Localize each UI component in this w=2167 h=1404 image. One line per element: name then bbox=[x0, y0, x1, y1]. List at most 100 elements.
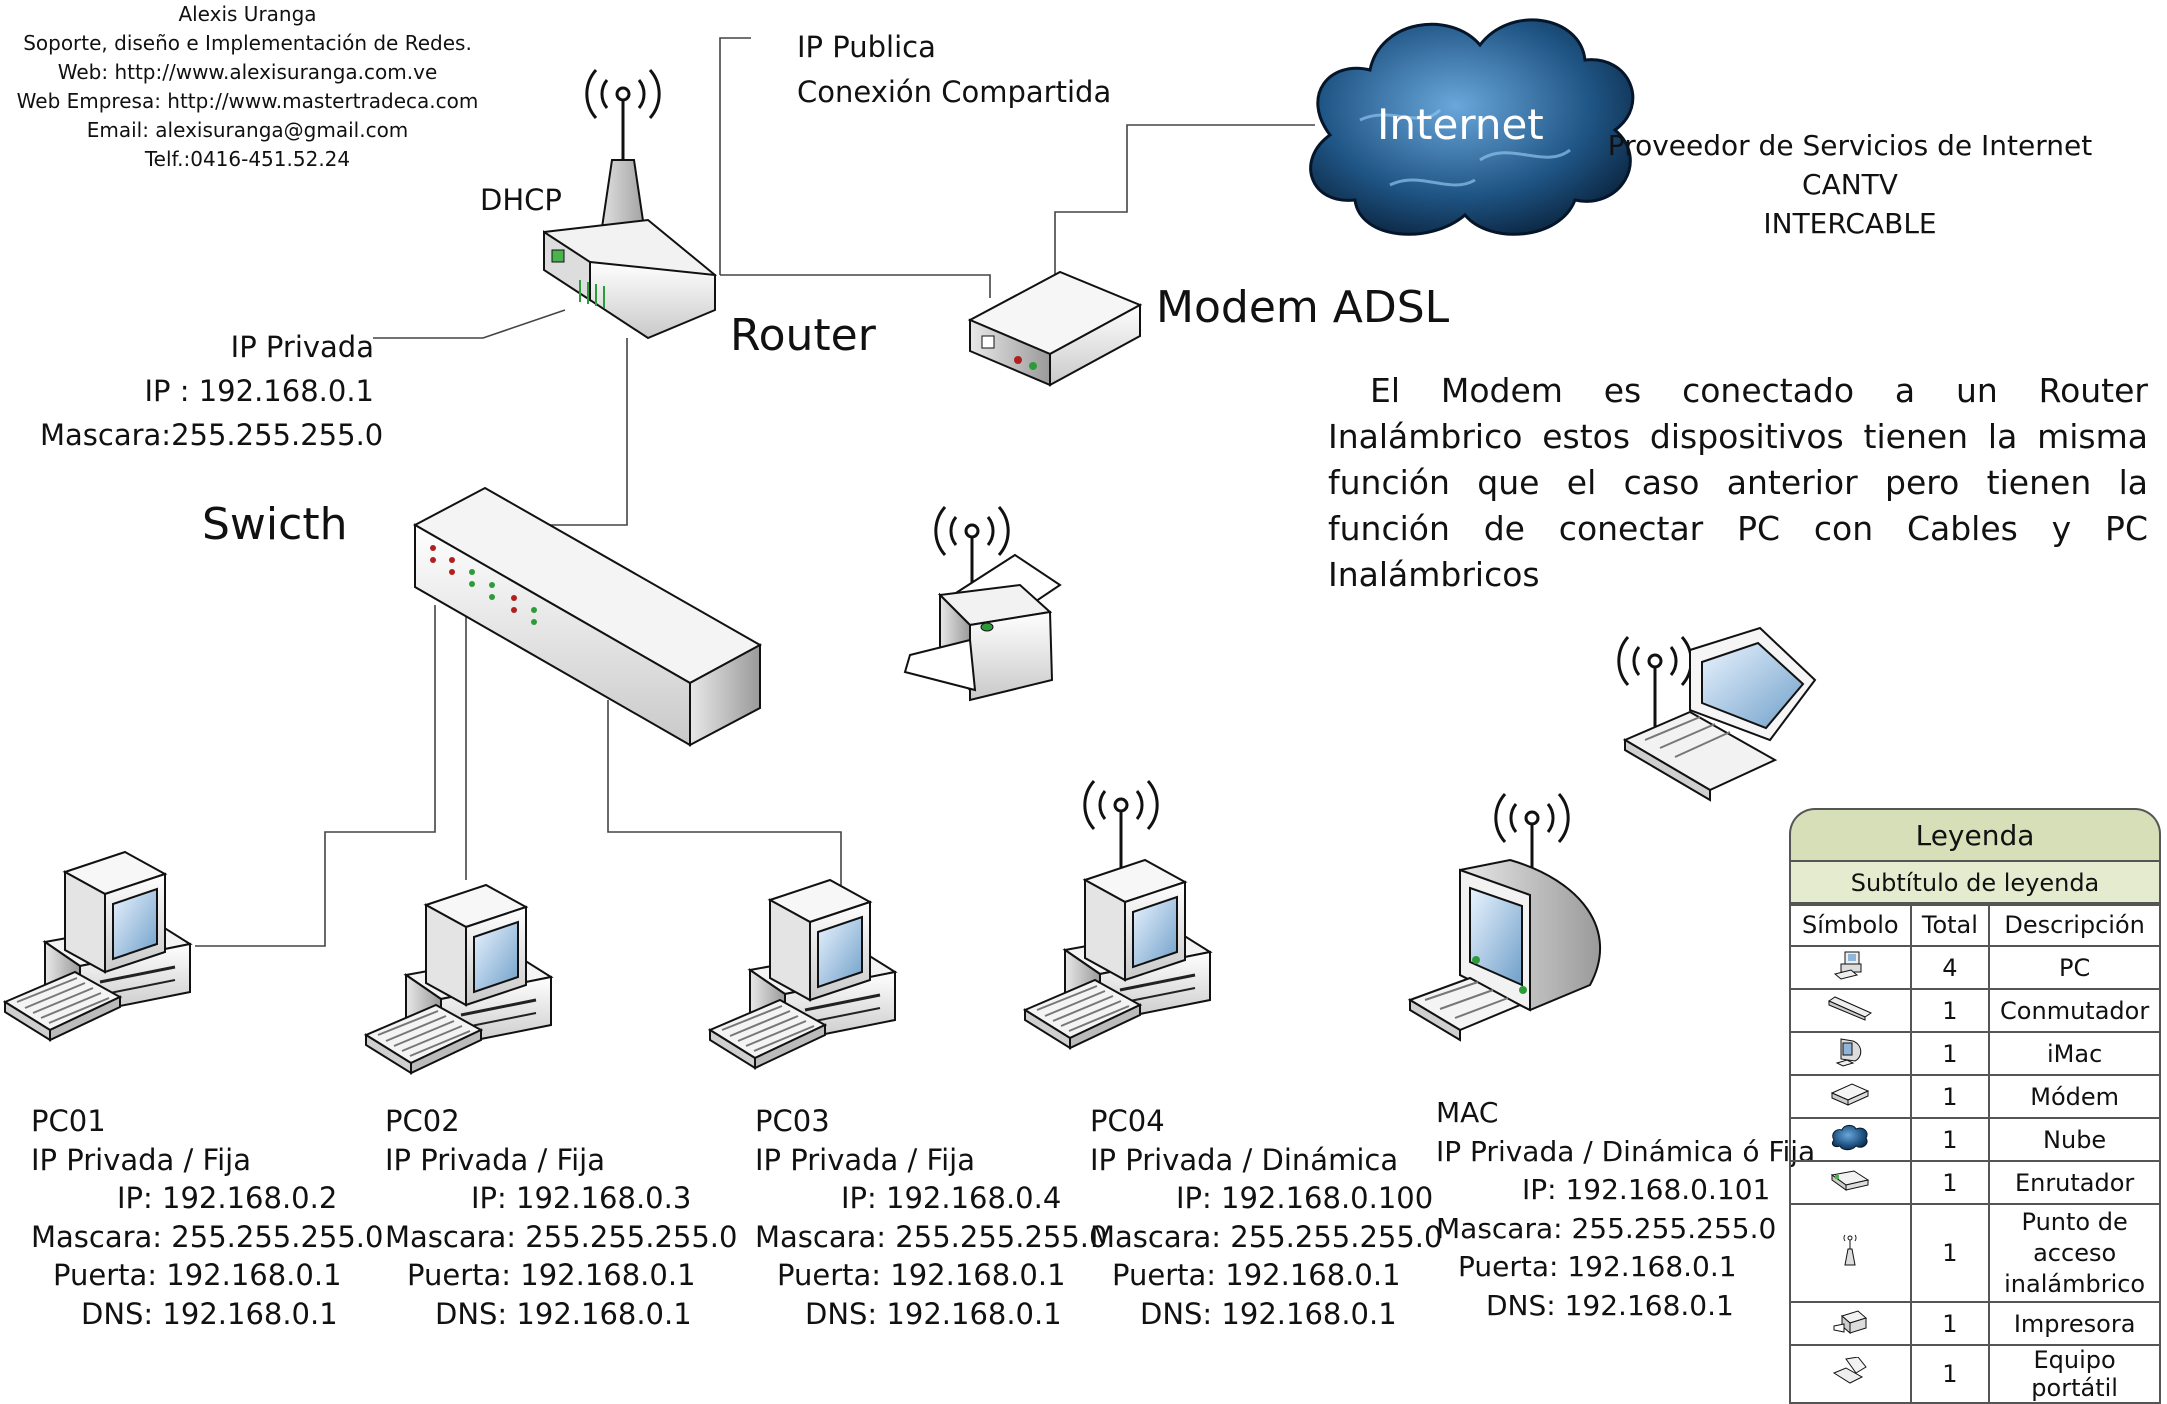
pc-mask: Mascara: 255.255.255.0 bbox=[1090, 1219, 1443, 1254]
legend-description: Módem bbox=[1988, 1074, 2161, 1119]
legend-description: PC bbox=[1988, 945, 2161, 990]
pc-name: PC04 bbox=[1090, 1104, 1165, 1138]
author-phone: Telf.:0416-451.52.24 bbox=[144, 147, 351, 171]
isp-intercable: INTERCABLE bbox=[1763, 207, 1937, 240]
pc-01-device bbox=[3, 850, 192, 1042]
legend-table: Símbolo Total Descripción 4 PC 1 Conmuta… bbox=[1789, 902, 2161, 1404]
internet-label: Internet bbox=[1377, 100, 1544, 149]
router-device bbox=[543, 68, 717, 340]
legend-row: 1 Equipo portátil bbox=[1789, 1344, 2161, 1404]
printer-device bbox=[903, 505, 1062, 702]
switch-icon bbox=[1789, 988, 1912, 1033]
pc-name: PC02 bbox=[385, 1104, 460, 1138]
pc-gateway: Puerta: 192.168.0.1 bbox=[407, 1258, 696, 1292]
legend-description: iMac bbox=[1988, 1031, 2161, 1076]
router-label: Router bbox=[730, 310, 876, 361]
dhcp-label: DHCP bbox=[480, 183, 562, 217]
ip-publica-label: IP Publica bbox=[797, 30, 936, 64]
pc04-info: PC04 IP Privada / Dinámica IP: 192.168.0… bbox=[1090, 1102, 1442, 1333]
pc-gateway: Puerta: 192.168.0.1 bbox=[1112, 1258, 1401, 1292]
legend-total: 4 bbox=[1909, 945, 1991, 990]
pc-ip-type: IP Privada / Fija bbox=[385, 1142, 605, 1177]
isp-title: Proveedor de Servicios de Internet bbox=[1607, 129, 2093, 162]
switch-label: Swicth bbox=[202, 499, 348, 550]
description-text: El Modem es conectado a un Router Inalám… bbox=[1328, 371, 2148, 594]
pc-mask: Mascara: 255.255.255.0 bbox=[31, 1219, 384, 1254]
pc-name: PC03 bbox=[755, 1104, 830, 1138]
pc-name: MAC bbox=[1436, 1096, 1499, 1129]
author-company-web[interactable]: Web Empresa: http://www.mastertradeca.co… bbox=[16, 89, 479, 113]
legend-total: 1 bbox=[1909, 1031, 1991, 1076]
printer-icon bbox=[1789, 1301, 1912, 1346]
router-ip: IP : 192.168.0.1 bbox=[144, 374, 374, 408]
imac-device bbox=[1407, 792, 1601, 1042]
switch-device bbox=[412, 486, 763, 747]
legend-row: 1 Conmutador bbox=[1789, 988, 2161, 1033]
legend-row: 1 Nube bbox=[1789, 1117, 2161, 1162]
legend-total: 1 bbox=[1909, 1301, 1991, 1346]
legend-row: 1 Impresora bbox=[1789, 1301, 2161, 1346]
legend-total: 1 bbox=[1909, 1344, 1991, 1404]
pc-ip-type: IP Privada / Dinámica bbox=[1090, 1142, 1399, 1177]
legend-title: Leyenda bbox=[1789, 808, 2161, 862]
pc01-info: PC01 IP Privada / Fija IP: 192.168.0.2 M… bbox=[31, 1102, 383, 1333]
modem-device bbox=[967, 270, 1143, 387]
legend-description: Enrutador bbox=[1988, 1160, 2161, 1205]
author-email[interactable]: Email: alexisuranga@gmail.com bbox=[86, 118, 409, 142]
pc-04-device bbox=[1023, 779, 1212, 1050]
pc-02-device bbox=[364, 883, 553, 1075]
modem-label: Modem ADSL bbox=[1156, 282, 1450, 333]
conexion-compartida-label: Conexión Compartida bbox=[797, 75, 1112, 109]
author-credits: Alexis Uranga Soporte, diseño e Implemen… bbox=[0, 0, 495, 174]
pc-dns: DNS: 192.168.0.1 bbox=[1140, 1296, 1397, 1331]
isp-info: Proveedor de Servicios de Internet CANTV… bbox=[1600, 126, 2100, 243]
pc-mask: Mascara: 255.255.255.0 bbox=[755, 1219, 1108, 1254]
author-name: Alexis Uranga bbox=[178, 2, 317, 26]
pc-icon bbox=[1789, 945, 1912, 990]
author-web[interactable]: Web: http://www.alexisuranga.com.ve bbox=[57, 60, 438, 84]
pc-gateway: Puerta: 192.168.0.1 bbox=[1458, 1250, 1737, 1283]
legend-subtitle: Subtítulo de leyenda bbox=[1789, 860, 2161, 906]
router-ip-privada: IP Privada bbox=[230, 330, 374, 364]
laptop-icon bbox=[1789, 1344, 1912, 1404]
pc03-info: PC03 IP Privada / Fija IP: 192.168.0.4 M… bbox=[755, 1102, 1107, 1333]
legend-description: Impresora bbox=[1988, 1301, 2161, 1346]
pc-mask: Mascara: 255.255.255.0 bbox=[1436, 1211, 1777, 1245]
pc-name: PC01 bbox=[31, 1104, 106, 1138]
mac-info: MAC IP Privada / Dinámica ó Fija IP: 192… bbox=[1436, 1094, 1815, 1325]
internet-cloud bbox=[1309, 18, 1635, 236]
modem-icon bbox=[1789, 1074, 1912, 1119]
pc-03-device bbox=[708, 878, 897, 1070]
router-mask: Mascara:255.255.255.0 bbox=[40, 418, 384, 452]
legend-description: Conmutador bbox=[1988, 988, 2161, 1033]
connection-lines bbox=[195, 37, 1315, 947]
legend-total: 1 bbox=[1909, 1117, 1991, 1162]
pc-ip: IP: 192.168.0.3 bbox=[471, 1181, 692, 1215]
legend-header-total: Total bbox=[1909, 902, 1991, 947]
pc-ip: IP: 192.168.0.101 bbox=[1522, 1173, 1771, 1206]
legend-header-row: Símbolo Total Descripción bbox=[1789, 902, 2161, 947]
legend-row: 1 Enrutador bbox=[1789, 1160, 2161, 1205]
pc-ip: IP: 192.168.0.2 bbox=[117, 1181, 338, 1215]
pc-dns: DNS: 192.168.0.1 bbox=[805, 1296, 1062, 1331]
pc-gateway: Puerta: 192.168.0.1 bbox=[777, 1258, 1066, 1292]
legend-row: 1 Punto de acceso inalámbrico bbox=[1789, 1203, 2161, 1303]
cloud-icon bbox=[1789, 1117, 1912, 1162]
router-ip-info: IP Privada IP : 192.168.0.1 Mascara:255.… bbox=[40, 327, 384, 455]
isp-cantv: CANTV bbox=[1802, 168, 1898, 201]
pc-gateway: Puerta: 192.168.0.1 bbox=[53, 1258, 342, 1292]
pc-ip: IP: 192.168.0.100 bbox=[1176, 1181, 1434, 1215]
pc-ip-type: IP Privada / Fija bbox=[755, 1142, 975, 1177]
legend-header-description: Descripción bbox=[1988, 902, 2161, 947]
legend-header-symbol: Símbolo bbox=[1789, 902, 1912, 947]
pc02-info: PC02 IP Privada / Fija IP: 192.168.0.3 M… bbox=[385, 1102, 737, 1333]
pc-ip-type: IP Privada / Fija bbox=[31, 1142, 251, 1177]
legend-description: Nube bbox=[1988, 1117, 2161, 1162]
laptop-device bbox=[1617, 626, 1817, 802]
description-paragraph: El Modem es conectado a un Router Inalám… bbox=[1328, 368, 2148, 598]
imac-icon bbox=[1789, 1031, 1912, 1076]
router-icon bbox=[1789, 1160, 1912, 1205]
legend-total: 1 bbox=[1909, 1203, 1991, 1303]
access-point-icon bbox=[1789, 1203, 1912, 1303]
